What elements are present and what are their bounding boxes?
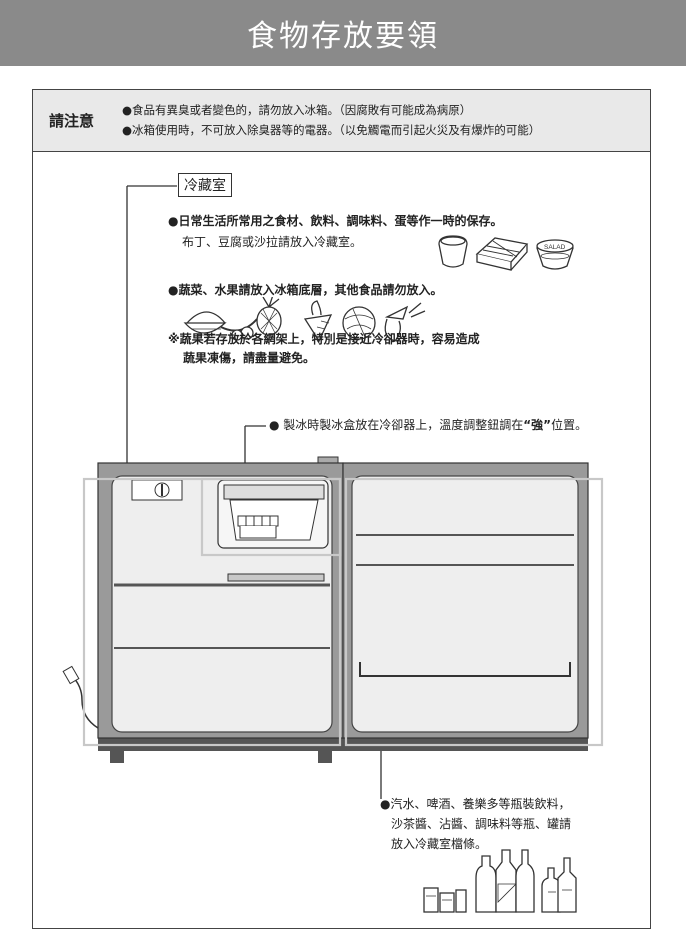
fruit-vegetable-illustration — [183, 297, 426, 343]
vegetables-icon — [303, 300, 426, 343]
door-pocket-line-1: ●汽水、啤酒、養樂多等瓶裝飲料， — [380, 797, 571, 811]
content-frame: 請注意 ●食品有異臭或者變色的，請勿放入冰箱。（因腐敗有可能成為病原） ●冰箱使… — [32, 89, 651, 929]
pudding-icon — [438, 235, 468, 268]
fridge-item-2: ●蔬菜、水果請放入冰箱底層，其他食品請勿放入。 — [168, 283, 443, 297]
notice-line-1: ●食品有異臭或者變色的，請勿放入冰箱。（因腐敗有可能成為病原） — [122, 103, 472, 117]
ice-instruction-pre: ● 製冰時製冰盒放在冷卻器上，溫度調整鈕調在 — [269, 418, 524, 432]
door-pocket-line-3: 放入冷藏室檔條。 — [391, 837, 488, 851]
ice-instruction: ● 製冰時製冰盒放在冷卻器上，溫度調整鈕調在“強”位置。 — [269, 416, 587, 433]
fridge-section-label: 冷藏室 — [178, 173, 232, 197]
sauce-bottles-icon — [541, 857, 577, 913]
fridge-foot-right — [318, 750, 332, 763]
tofu-icon — [475, 237, 529, 271]
ice-instruction-emphasis: “強” — [523, 418, 552, 432]
ice-instruction-post: 位置。 — [551, 418, 588, 432]
power-cord-icon — [71, 675, 99, 729]
notice-line-2: ●冰箱使用時，不可放入除臭器等的電器。（以免觸電而引起火災及有爆炸的可能） — [122, 123, 541, 137]
notice-box: 請注意 ●食品有異臭或者變色的，請勿放入冰箱。（因腐敗有可能成為病原） ●冰箱使… — [33, 90, 650, 152]
page-title: 食物存放要領 — [247, 19, 439, 54]
door-highlight-frame — [344, 477, 604, 747]
notice-label: 請注意 — [49, 112, 95, 130]
salad-icon: SALAD — [536, 239, 574, 270]
fridge-note-line-2: 蔬果凍傷，請盡量避免。 — [183, 351, 316, 365]
bottles-illustration — [423, 849, 577, 913]
bottles-icon — [475, 849, 535, 913]
fridge-note-line-1: ※蔬果若存放於各網架上，特別是接近冷卻器時，容易造成 — [168, 332, 480, 346]
door-pocket-line-2: 沙茶醬、沾醬、調味料等瓶、罐請 — [391, 817, 572, 831]
drip-tray — [227, 573, 325, 582]
fridge-foot-left — [110, 750, 124, 763]
fridge-item-1-line-1: ●日常生活所常用之食材、飲料、調味料、蛋等作一時的保存。 — [168, 214, 503, 228]
fridge-item-1-line-2: 布丁、豆腐或沙拉請放入冷藏室。 — [182, 235, 363, 249]
salad-label: SALAD — [544, 244, 566, 251]
fridge-base — [98, 736, 588, 751]
header-bar: 食物存放要領 — [0, 0, 686, 66]
door-interior — [351, 475, 579, 733]
fruit-basket-icon — [183, 297, 282, 341]
pudding-tofu-salad-illustration: SALAD — [438, 235, 574, 271]
cans-icon — [423, 887, 467, 913]
freezer-door — [223, 484, 325, 500]
door-pocket-bar — [359, 662, 571, 677]
power-plug-icon — [62, 665, 80, 685]
freezer-highlight-frame — [200, 477, 342, 557]
ice-tray-icon — [237, 515, 279, 539]
